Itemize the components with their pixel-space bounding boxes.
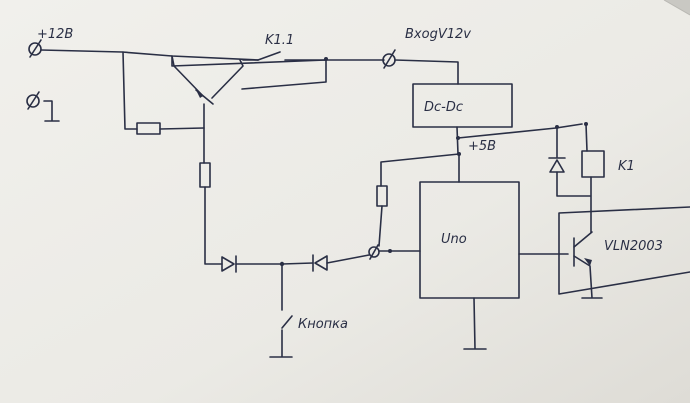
supply-rail [40,49,259,61]
driver-box [558,206,690,295]
relay-coil-label: K1 [618,159,635,174]
button-label: Кнопка [298,317,348,332]
paper-edge [663,0,690,16]
base-wire [122,51,138,130]
rail-5v [456,126,459,155]
base-wire-2 [159,127,205,130]
rail-label: +5B [468,139,496,154]
supply-terminal [28,39,42,58]
uno-ground [463,297,487,350]
input-label: BxogV12v [405,27,471,42]
flyback-wire-bottom [556,171,591,197]
uno-label: Uno [441,232,467,247]
dcdc-converter [412,83,513,128]
relay-contact-label: K1.1 [265,33,294,48]
uno-board [419,181,520,299]
mcu-supply-wire [380,153,460,187]
converter-feed [394,59,459,85]
diode-wire-left [204,186,223,265]
relay-coil [581,150,605,178]
driver-label: VLN2003 [604,239,663,254]
push-button [269,263,293,358]
pullup-wire [378,205,383,247]
supply-label: +12B [37,27,73,42]
dcdc-label: Dc-Dc [424,100,463,115]
diode-wire-right [281,254,370,265]
input-pin-terminal [368,244,380,260]
coil-wire-top [585,123,588,152]
ground-terminal [26,91,60,122]
driver-transistor [518,231,603,299]
